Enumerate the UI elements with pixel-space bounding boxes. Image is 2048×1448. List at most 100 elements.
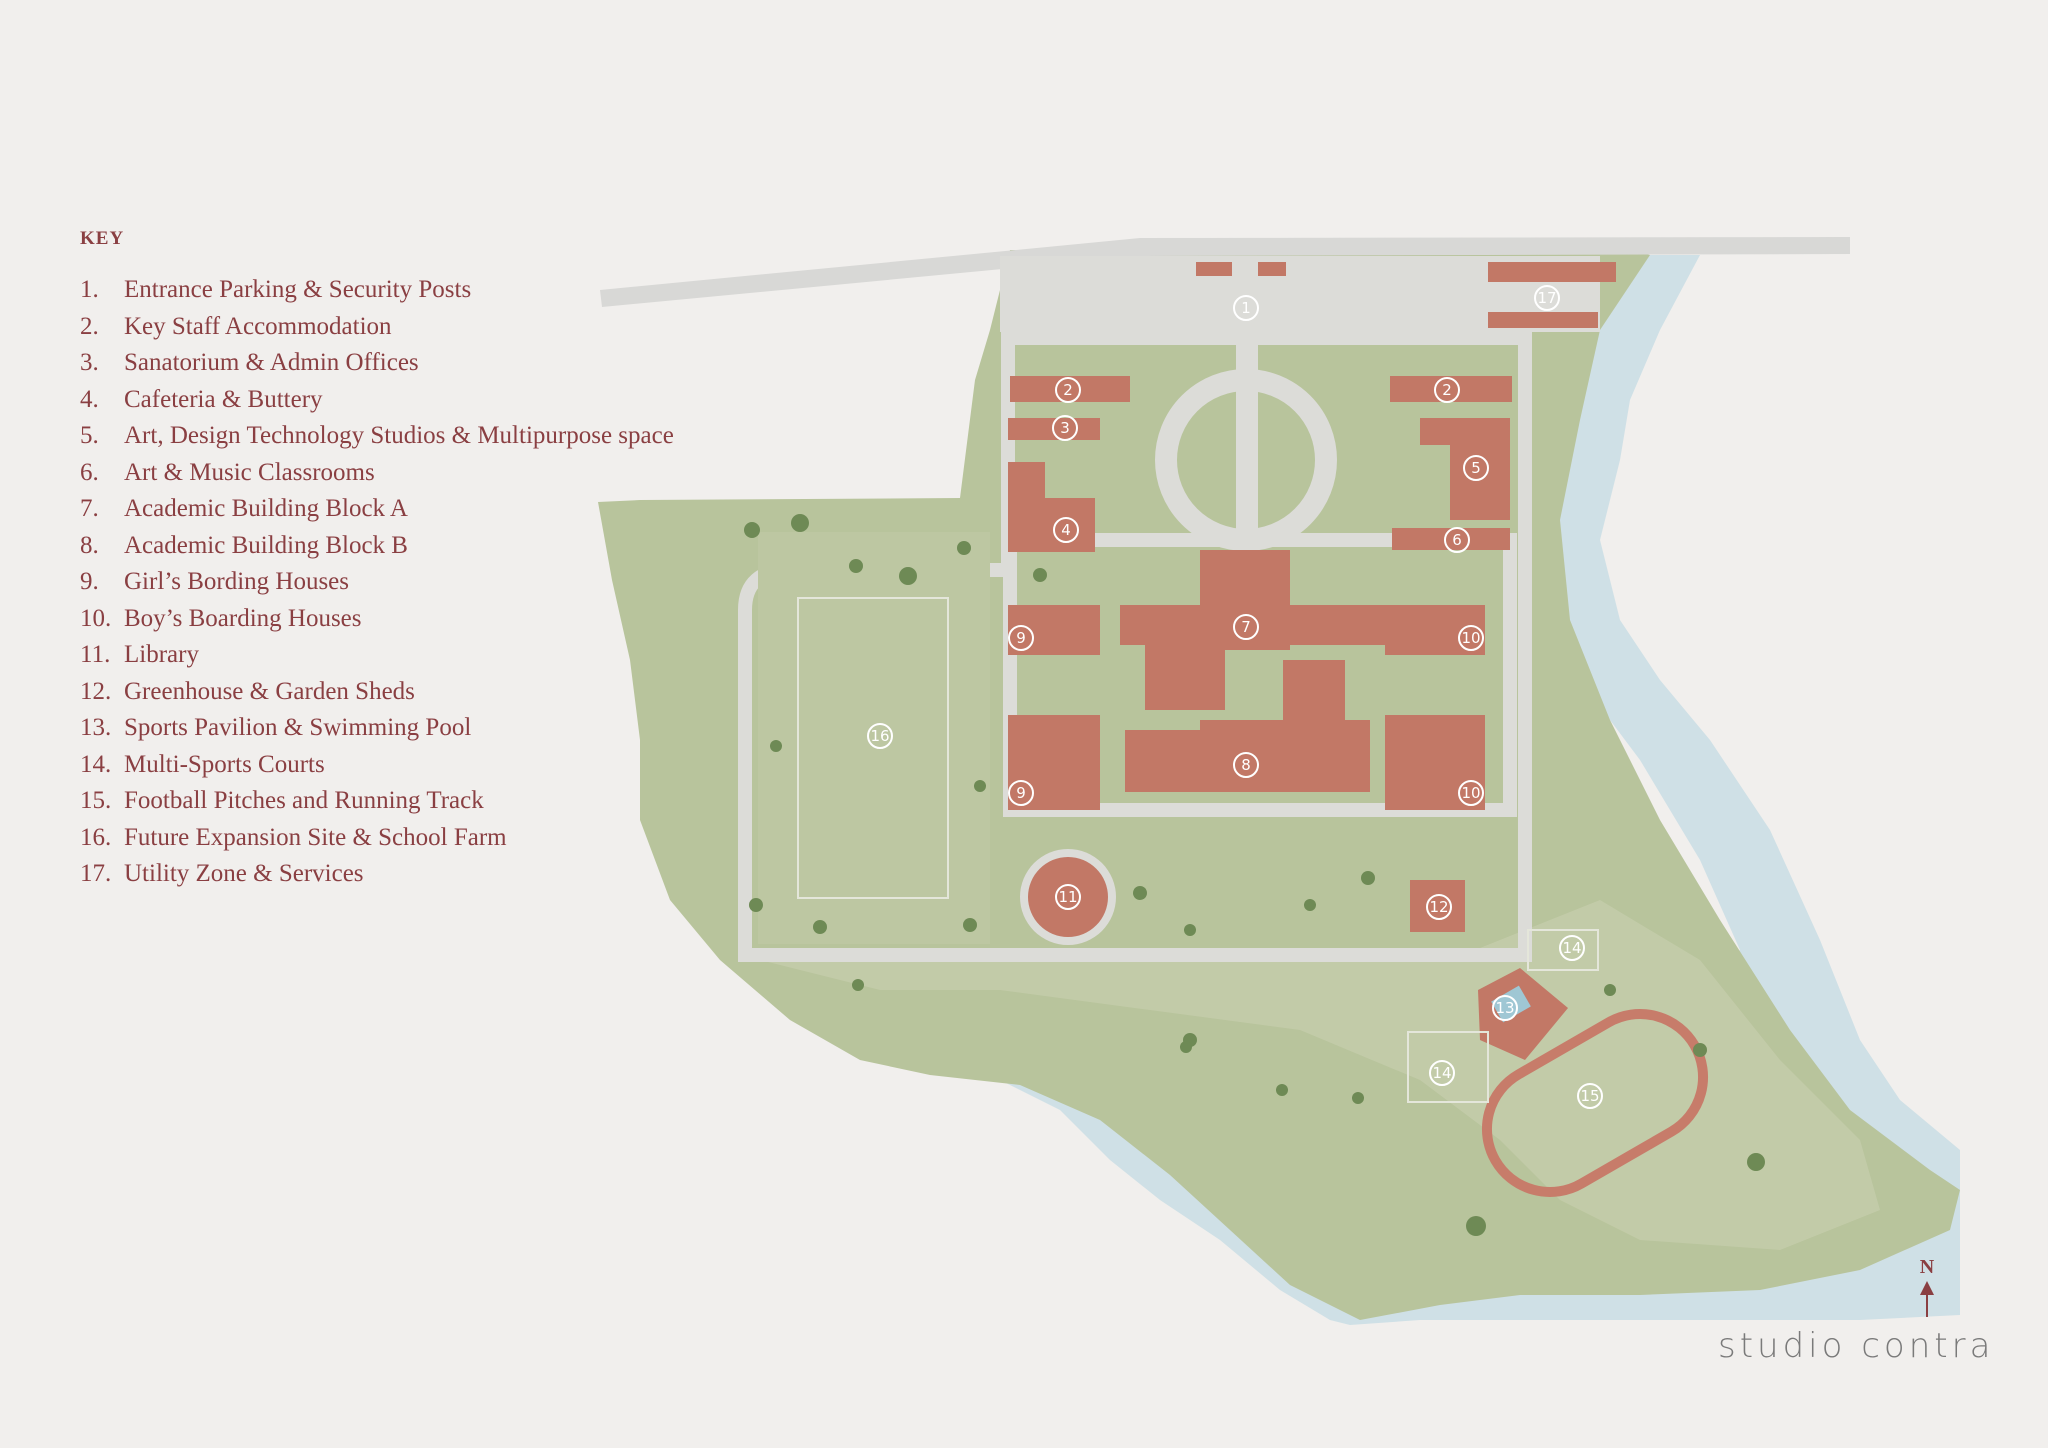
marker-10: 10 [1458,780,1484,806]
key-item-number: 15. [80,787,112,814]
key-item: 8. Academic Building Block B [80,528,674,565]
key-item-number: 8. [80,531,99,559]
sports-field [758,532,990,944]
marker-10: 10 [1458,625,1484,651]
svg-text:4: 4 [1061,521,1071,539]
multi-sports-courts [1527,929,1599,971]
marker-9: 9 [1008,780,1034,806]
key-item-label: Girl’s Bording Houses [124,568,349,595]
svg-text:6: 6 [1452,531,1462,549]
key-item-number: 6. [80,458,99,486]
svg-text:2: 2 [1442,381,1452,399]
key-item-number: 4. [80,385,99,413]
key-item: 1. Entrance Parking & Security Posts [80,272,674,309]
key-list: 1. Entrance Parking & Security Posts 2.Ke… [80,272,674,893]
courtyard-paths [1003,533,1517,817]
access-road [600,237,1850,307]
svg-text:12: 12 [1429,898,1448,916]
key-item-number: 3. [80,349,99,376]
key-item-label: Art, Design Technology Studios & Multipu… [124,422,674,449]
library-building [1028,857,1108,937]
key-item-label: Sports Pavilion & Swimming Pool [124,714,472,741]
key-item-number: 1. [80,276,99,303]
svg-text:10: 10 [1461,784,1480,802]
svg-text:3: 3 [1060,419,1070,437]
security-post [1258,262,1286,276]
key-item-label: Academic Building Block A [124,495,408,522]
marker-15: 15 [1577,1083,1603,1109]
north-indicator: N [1912,1256,1942,1324]
marker-8: 8 [1233,752,1259,778]
key-item: 6. Art & Music Classrooms [80,455,674,492]
marker-6: 6 [1444,527,1470,553]
svg-text:7: 7 [1241,618,1251,636]
multi-sports-courts [1407,1031,1489,1103]
key-item-number: 2. [80,312,99,340]
key-item: 16. Future Expansion Site & School Farm [80,820,674,857]
marker-2: 2 [1055,377,1081,403]
marker-5: 5 [1463,455,1489,481]
marker-3: 3 [1052,415,1078,441]
meadow [760,900,1880,1250]
svg-text:8: 8 [1241,756,1251,774]
map-key: KEY 1. Entrance Parking & Security Posts … [80,228,674,893]
svg-text:5: 5 [1471,459,1481,477]
marker-1: 1 [1233,295,1259,321]
svg-text:13: 13 [1495,999,1514,1017]
marker-7: 7 [1233,614,1259,640]
svg-text:14: 14 [1432,1064,1451,1082]
key-item: 5. Art, Design Technology Studios & Multi… [80,418,674,455]
boys-boarding-house [1385,605,1485,655]
svg-text:16: 16 [870,727,889,745]
key-item-label: Future Expansion Site & School Farm [124,823,507,851]
girls-boarding-house [1008,605,1100,655]
key-item-number: 14. [80,750,112,778]
key-item-number: 11. [80,641,111,668]
key-item: 9. Girl’s Bording Houses [80,564,674,601]
marker-14: 14 [1429,1060,1455,1086]
key-item-number: 5. [80,422,99,449]
running-track [1481,1009,1709,1197]
north-letter: N [1919,1256,1935,1278]
marker-4: 4 [1053,517,1079,543]
key-item-number: 16. [80,823,112,851]
key-title: KEY [80,228,125,249]
key-item: 2.Key Staff Accommodation [80,309,674,346]
key-item-label: Academic Building Block B [124,531,408,559]
central-avenue [1236,330,1258,550]
key-item-label: Multi-Sports Courts [124,750,325,778]
key-item-number: 13. [80,714,112,741]
marker-16: 16 [867,723,893,749]
key-item: 4. Cafeteria & Buttery [80,382,674,419]
svg-text:9: 9 [1016,629,1026,647]
cafeteria [1008,462,1095,552]
trees [744,514,1765,1236]
boys-boarding-house [1385,715,1485,810]
key-item-number: 7. [80,495,99,522]
marker-11: 11 [1055,884,1081,910]
marker-17: 17 [1534,285,1560,311]
svg-text:9: 9 [1016,784,1026,802]
marker-2: 2 [1434,377,1460,403]
key-item: 17. Utility Zone & Services [80,856,674,893]
security-post [1196,262,1232,276]
art-music-classrooms [1392,528,1510,550]
utility-building [1488,312,1598,328]
key-item-number: 9. [80,568,99,595]
key-item: 11.Library [80,637,674,674]
key-item-number: 12. [80,677,112,705]
key-item-number: 17. [80,860,112,887]
key-item-label: Cafeteria & Buttery [124,385,323,413]
svg-text:11: 11 [1058,888,1077,906]
key-item-label: Utility Zone & Services [124,860,364,887]
marker-9: 9 [1008,625,1034,651]
north-arrow-icon [1920,1281,1934,1317]
academic-block-a [1120,550,1385,710]
key-item: 14. Multi-Sports Courts [80,747,674,784]
greenhouse [1410,880,1465,932]
key-item-label: Art & Music Classrooms [124,458,375,486]
rugby-pitch [797,597,949,899]
key-item: 10.Boy’s Boarding Houses [80,601,674,638]
key-item-label: Entrance Parking & Security Posts [124,276,472,303]
